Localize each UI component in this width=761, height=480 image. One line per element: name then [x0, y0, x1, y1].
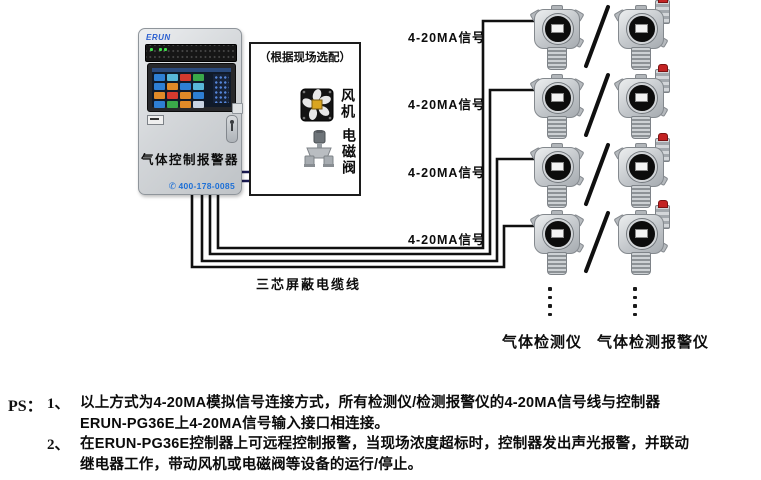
note-1-line-1: 以上方式为4-20MA模拟信号连接方式，所有检测仪/检测报警仪的4-20MA信号…: [80, 395, 661, 411]
led-indicator-panel: [145, 44, 237, 62]
door-latch: [232, 103, 243, 114]
sensor-probe: [547, 252, 567, 275]
solenoid-valve-label: 电磁阀: [341, 128, 357, 176]
detector-display: [543, 14, 573, 44]
detector-column-label: 气体检测仪: [502, 334, 583, 351]
fan-icon: [300, 88, 334, 122]
led-green-icon: [150, 48, 153, 51]
optional-equipment-box: （根据现场选配） 风机 电磁阀: [249, 42, 361, 196]
note-1-line-2: ERUN-PG36E上4-20MA信号输入接口相连接。: [80, 416, 390, 432]
note-2-line-2: 继电器工作，带动风机或电磁阀等设备的运行/停止。: [80, 457, 423, 473]
gas-detector-1: [529, 5, 585, 70]
gas-detector-2: [529, 74, 585, 139]
ps-prefix: PS：: [8, 398, 43, 415]
note-2-line-1: 在ERUN-PG36E控制器上可远程控制报警，当现场浓度超标时，控制器发出声光报…: [80, 436, 690, 452]
alarm-column-label: 气体检测报警仪: [597, 334, 710, 351]
signal-cable-group: [190, 19, 536, 269]
phone-number: 400-178-0085: [178, 181, 235, 191]
signal-label-4: 4-20MA信号: [408, 233, 486, 247]
signal-cable-row4: [190, 193, 536, 269]
led-green-icon: [159, 48, 162, 51]
touchscreen: [147, 63, 236, 112]
screen-content: [152, 68, 231, 108]
slash-row4: [584, 211, 610, 273]
sensor-probe: [547, 47, 567, 70]
keyhole-lock: [226, 115, 238, 143]
fan-label: 风机: [340, 88, 356, 120]
service-phone: ✆400-178-0085: [139, 181, 235, 192]
signal-label-2: 4-20MA信号: [408, 98, 486, 112]
gas-detector-4: [529, 210, 585, 275]
gas-controller: ERUN 气体控制报警器 ✆400-178-0085: [138, 28, 243, 195]
note-2-number: 2、: [47, 437, 70, 453]
gas-detector-3: [529, 143, 585, 208]
gas-detector-alarm-3: [613, 133, 670, 208]
signal-label-1: 4-20MA信号: [408, 31, 486, 45]
sensor-probe: [631, 185, 651, 208]
gas-detector-alarm-2: [613, 64, 670, 139]
led-green-icon: [164, 48, 167, 51]
signal-label-3: 4-20MA信号: [408, 166, 486, 180]
sensor-probe: [631, 252, 651, 275]
slash-row2: [584, 73, 610, 137]
optional-box-title: （根据现场选配）: [259, 52, 351, 64]
ellipsis-left: [548, 287, 552, 316]
sensor-probe: [631, 116, 651, 139]
slash-row1: [584, 5, 610, 68]
controller-title: 气体控制报警器: [140, 153, 239, 167]
note-1-number: 1、: [47, 396, 70, 412]
slash-row3: [584, 143, 610, 206]
gas-detector-alarm-4: [613, 200, 670, 275]
sensor-probe: [547, 185, 567, 208]
phone-icon: ✆: [168, 181, 177, 191]
ellipsis-right: [633, 287, 637, 316]
slash-separators: [584, 5, 610, 273]
app-icon-grid: [154, 74, 208, 108]
gas-detector-alarm-1: [613, 0, 670, 70]
screen-statusbar: [152, 68, 231, 72]
brand-logo: ERUN: [146, 33, 171, 42]
shielded-cable-label: 三芯屏蔽电缆线: [256, 277, 362, 292]
sensor-probe: [631, 47, 651, 70]
solenoid-valve-icon: [304, 130, 334, 167]
membrane-keypad: [213, 74, 229, 103]
sensor-probe: [547, 116, 567, 139]
spec-sticker: [147, 115, 164, 125]
